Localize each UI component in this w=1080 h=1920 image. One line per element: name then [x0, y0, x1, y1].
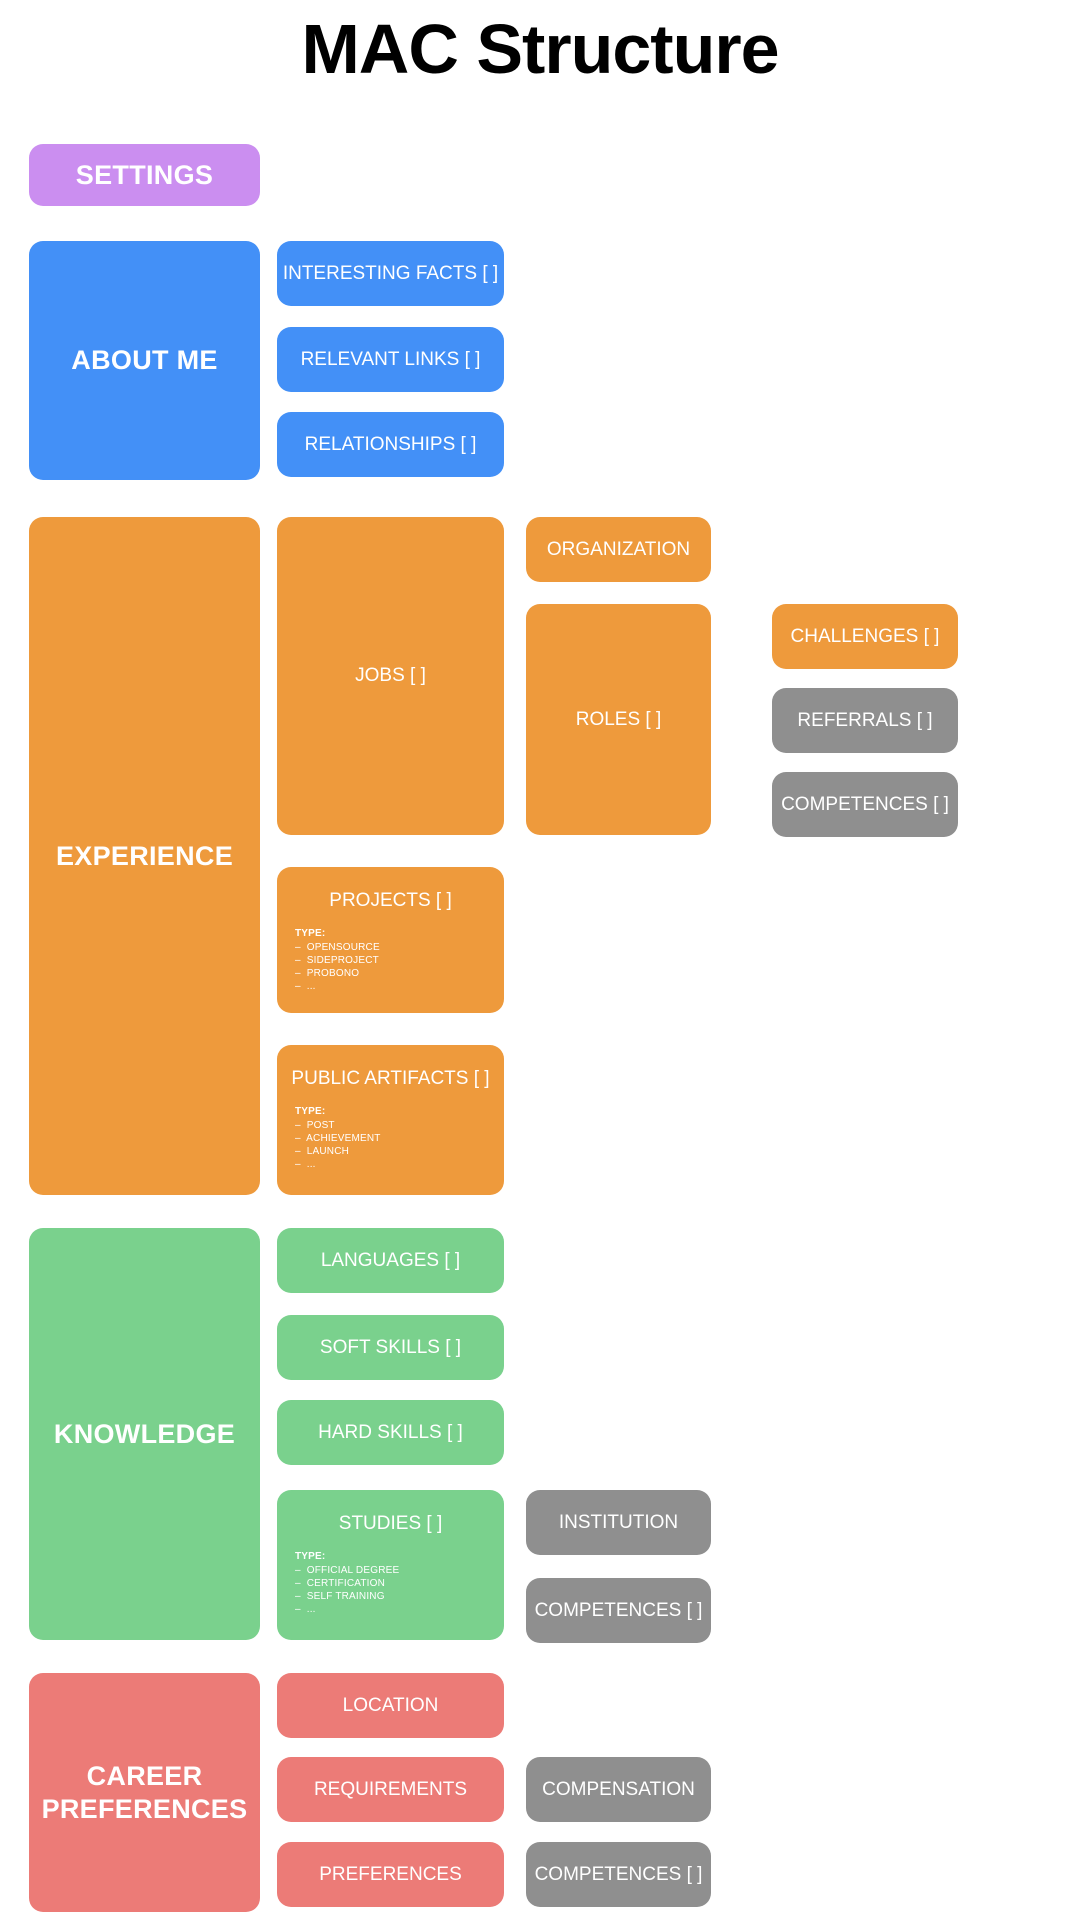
public-artifacts-type-item: – LAUNCH: [295, 1146, 350, 1157]
node-relevant-links[interactable]: RELEVANT LINKS [ ]: [277, 327, 504, 392]
studies-type-item: – SELF TRAINING: [295, 1591, 385, 1602]
node-hard-skills[interactable]: HARD SKILLS [ ]: [277, 1400, 504, 1465]
studies-type-head: TYPE:: [295, 1551, 326, 1562]
node-relevant-links-label: RELEVANT LINKS [ ]: [300, 348, 481, 370]
node-jobs-label: JOBS [ ]: [355, 665, 426, 686]
node-knowledge[interactable]: KNOWLEDGE: [29, 1228, 260, 1640]
node-knowledge-competences-label: COMPETENCES [ ]: [534, 1599, 703, 1621]
node-relationships[interactable]: RELATIONSHIPS [ ]: [277, 412, 504, 477]
node-preferences[interactable]: PREFERENCES: [277, 1842, 504, 1907]
page-title: MAC Structure: [301, 10, 779, 88]
node-institution[interactable]: INSTITUTION: [526, 1490, 711, 1555]
node-career-competences[interactable]: COMPETENCES [ ]: [526, 1842, 711, 1907]
node-roles[interactable]: ROLES [ ]: [526, 604, 711, 835]
node-organization[interactable]: ORGANIZATION: [526, 517, 711, 582]
node-requirements[interactable]: REQUIREMENTS: [277, 1757, 504, 1822]
studies-type-list: TYPE: – OFFICIAL DEGREE – CERTIFICATION …: [277, 1550, 504, 1616]
node-settings-label: SETTINGS: [75, 159, 214, 190]
node-studies[interactable]: STUDIES [ ] TYPE: – OFFICIAL DEGREE – CE…: [277, 1490, 504, 1640]
node-languages-label: LANGUAGES [ ]: [320, 1249, 461, 1271]
node-knowledge-label: KNOWLEDGE: [53, 1418, 236, 1449]
node-requirements-label: REQUIREMENTS: [313, 1778, 468, 1800]
node-projects-label: PROJECTS [ ]: [329, 890, 452, 911]
node-knowledge-competences[interactable]: COMPETENCES [ ]: [526, 1578, 711, 1643]
public-artifacts-type-item: – ...: [295, 1159, 316, 1170]
node-relationships-label: RELATIONSHIPS [ ]: [304, 433, 477, 455]
node-interesting-facts-label: INTERESTING FACTS [ ]: [282, 262, 499, 284]
studies-type-item: – CERTIFICATION: [295, 1578, 386, 1589]
node-settings[interactable]: SETTINGS: [29, 144, 260, 206]
node-career-preferences-label: CAREER PREFERENCES: [41, 1760, 248, 1824]
public-artifacts-type-head: TYPE:: [295, 1106, 326, 1117]
node-soft-skills[interactable]: SOFT SKILLS [ ]: [277, 1315, 504, 1380]
studies-type-item: – OFFICIAL DEGREE: [295, 1565, 400, 1576]
projects-type-item: – OPENSOURCE: [295, 942, 380, 953]
node-preferences-label: PREFERENCES: [319, 1863, 462, 1885]
node-organization-label: ORGANIZATION: [546, 538, 691, 560]
node-challenges[interactable]: CHALLENGES [ ]: [772, 604, 958, 669]
node-about-me-label: ABOUT ME: [71, 345, 218, 375]
projects-type-list: TYPE: – OPENSOURCE – SIDEPROJECT – PROBO…: [277, 927, 504, 993]
projects-type-item: – ...: [295, 981, 316, 992]
node-experience-label: EXPERIENCE: [55, 840, 234, 871]
node-experience[interactable]: EXPERIENCE: [29, 517, 260, 1195]
projects-type-item: – PROBONO: [295, 968, 360, 979]
node-location[interactable]: LOCATION: [277, 1673, 504, 1738]
node-career-competences-label: COMPETENCES [ ]: [534, 1863, 703, 1885]
node-institution-label: INSTITUTION: [558, 1511, 679, 1533]
public-artifacts-type-item: – POST: [295, 1120, 335, 1131]
node-location-label: LOCATION: [342, 1694, 439, 1716]
node-jobs[interactable]: JOBS [ ]: [277, 517, 504, 835]
node-referrals[interactable]: REFERRALS [ ]: [772, 688, 958, 753]
node-challenges-label: CHALLENGES [ ]: [790, 625, 940, 647]
node-projects[interactable]: PROJECTS [ ] TYPE: – OPENSOURCE – SIDEPR…: [277, 867, 504, 1013]
node-public-artifacts-label: PUBLIC ARTIFACTS [ ]: [291, 1068, 490, 1089]
node-public-artifacts[interactable]: PUBLIC ARTIFACTS [ ] TYPE: – POST – ACHI…: [277, 1045, 504, 1195]
node-soft-skills-label: SOFT SKILLS [ ]: [319, 1336, 462, 1358]
node-referrals-label: REFERRALS [ ]: [797, 709, 933, 731]
node-experience-competences-label: COMPETENCES [ ]: [781, 793, 949, 815]
node-languages[interactable]: LANGUAGES [ ]: [277, 1228, 504, 1293]
node-hard-skills-label: HARD SKILLS [ ]: [318, 1421, 463, 1443]
public-artifacts-type-item: – ACHIEVEMENT: [295, 1133, 381, 1144]
studies-type-item: – ...: [295, 1604, 316, 1615]
projects-type-head: TYPE:: [295, 928, 326, 939]
projects-type-item: – SIDEPROJECT: [295, 955, 379, 966]
node-interesting-facts[interactable]: INTERESTING FACTS [ ]: [277, 241, 504, 306]
node-compensation[interactable]: COMPENSATION: [526, 1757, 711, 1822]
public-artifacts-type-list: TYPE: – POST – ACHIEVEMENT – LAUNCH – ..…: [277, 1105, 504, 1171]
node-roles-label: ROLES [ ]: [575, 708, 662, 730]
node-experience-competences[interactable]: COMPETENCES [ ]: [772, 772, 958, 837]
node-studies-label: STUDIES [ ]: [338, 1513, 443, 1534]
node-compensation-label: COMPENSATION: [542, 1778, 695, 1800]
node-career-preferences[interactable]: CAREER PREFERENCES: [29, 1673, 260, 1912]
node-about-me[interactable]: ABOUT ME: [29, 241, 260, 480]
